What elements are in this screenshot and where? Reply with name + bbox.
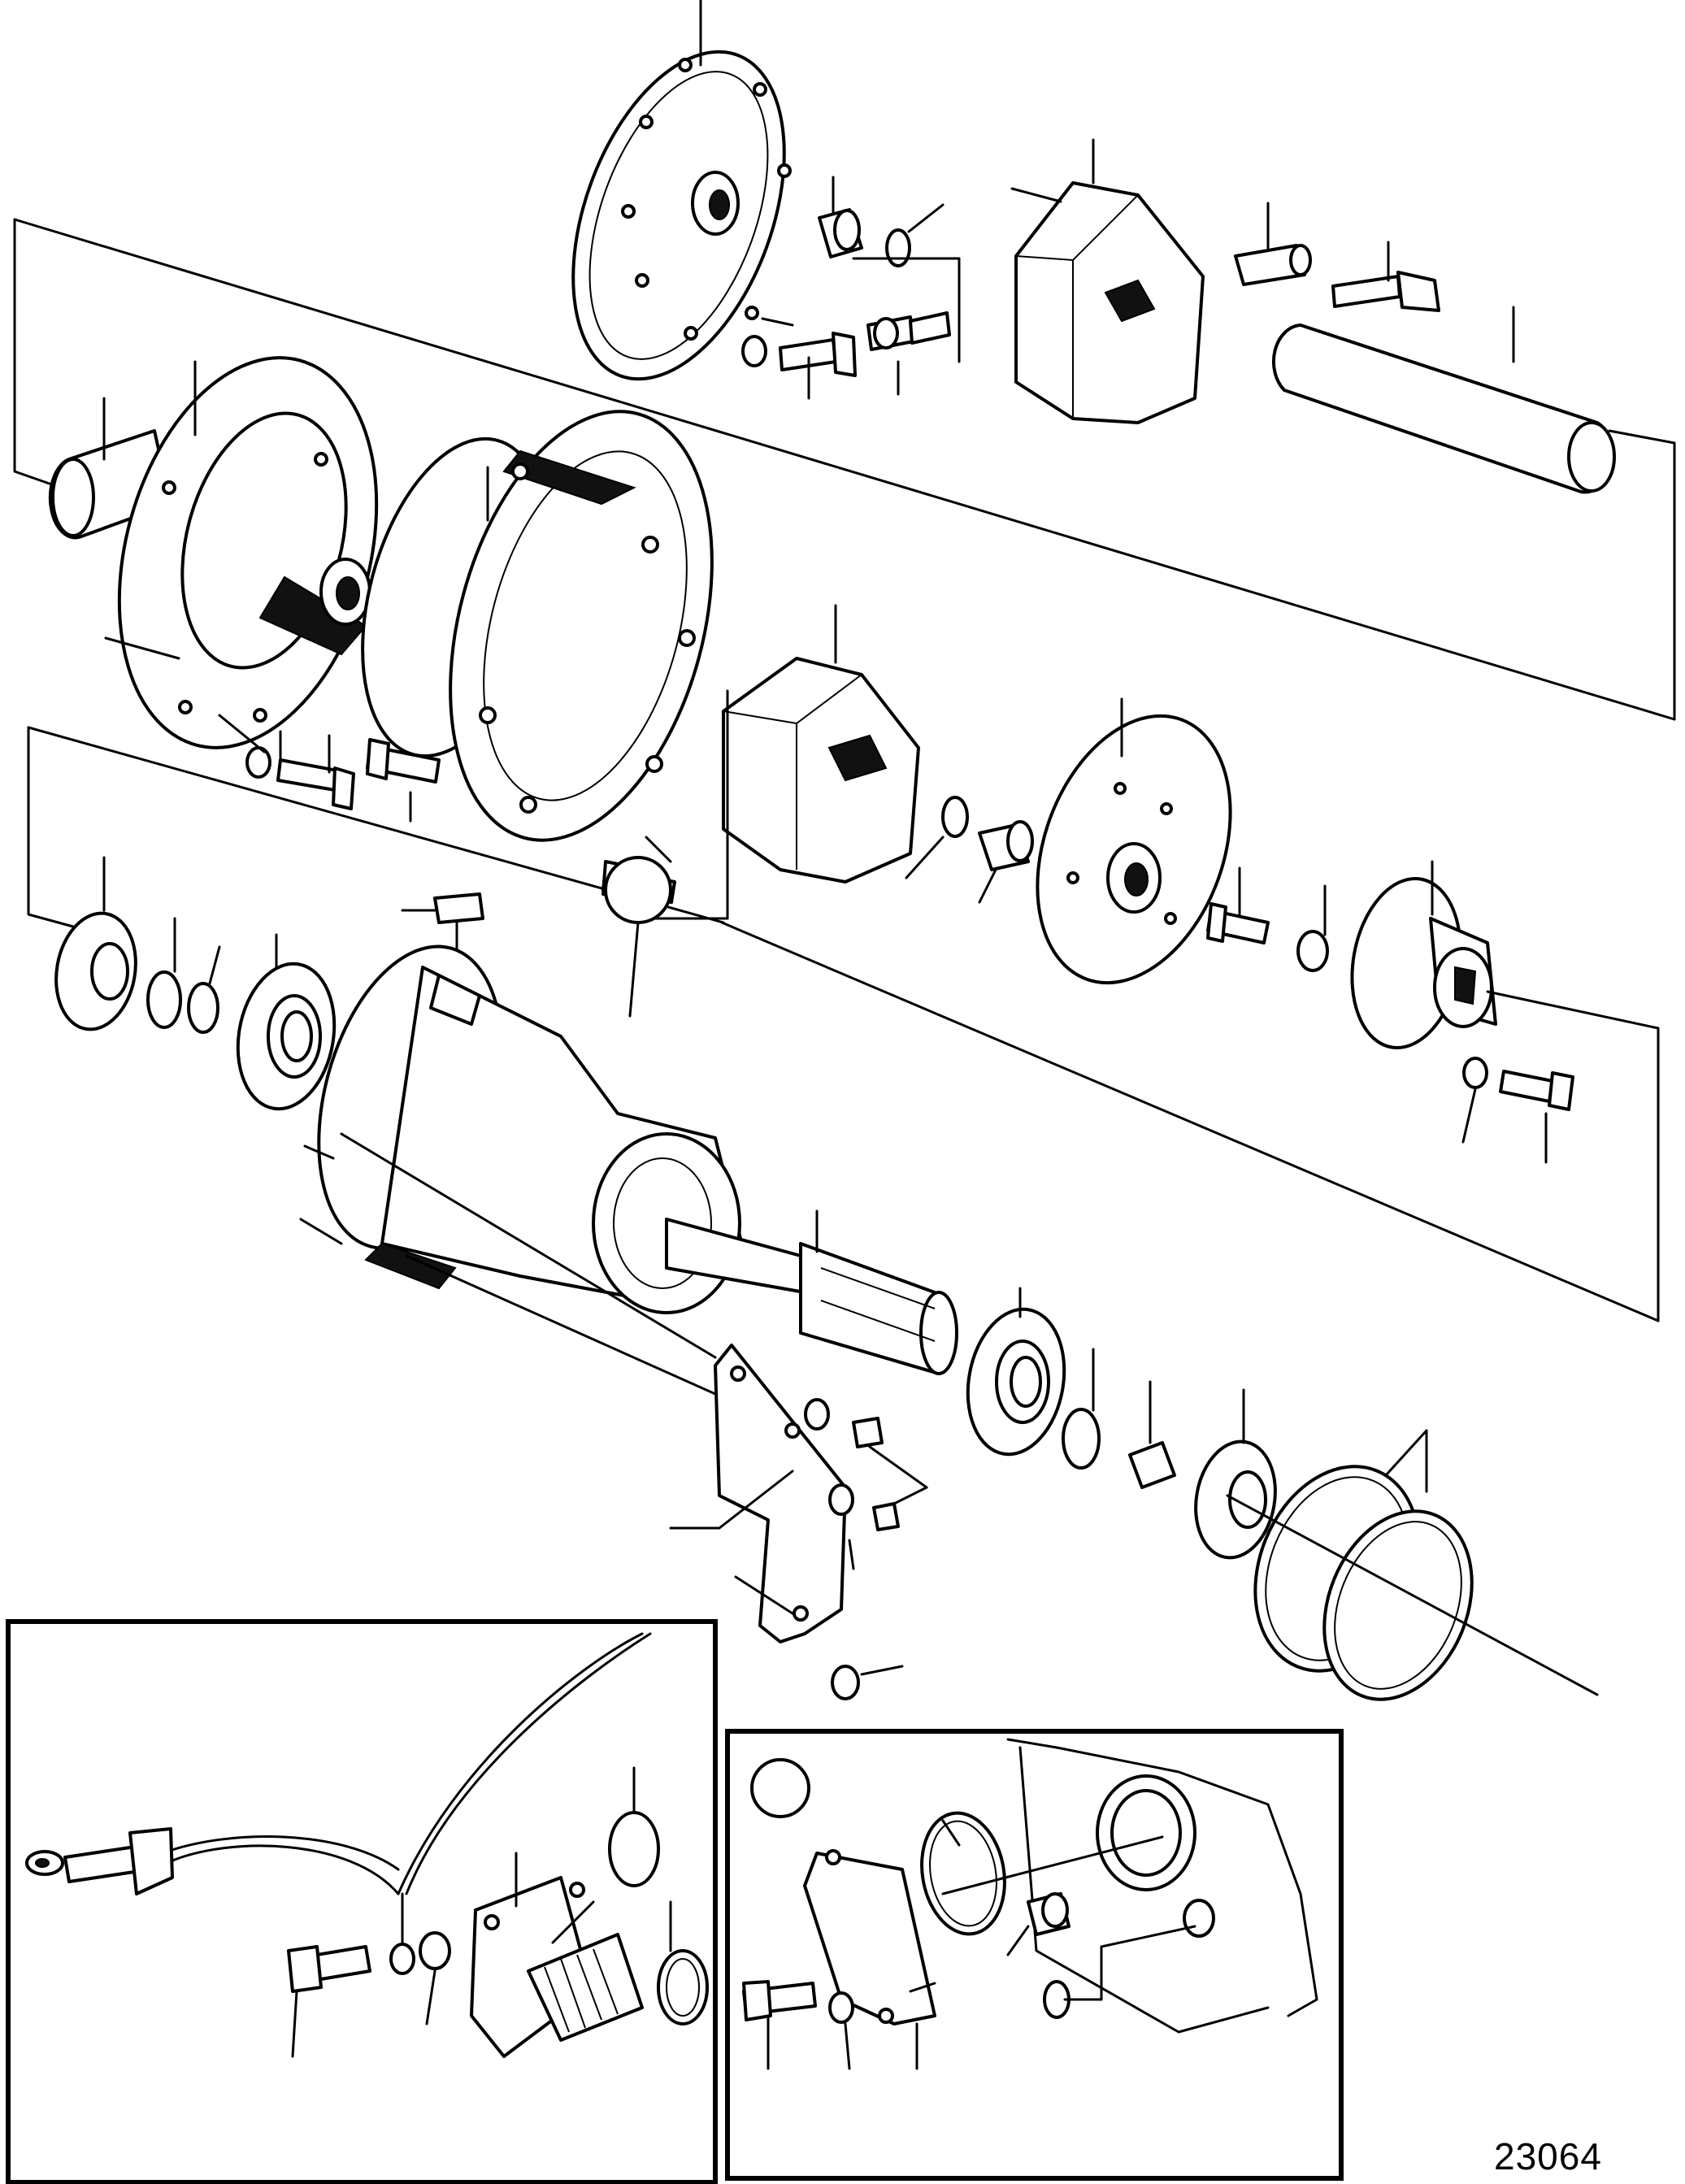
output-shaft [665,1209,958,1375]
leader-frame-upper [13,218,1676,721]
flange-plate-right [1036,697,1232,985]
circlip-right [1062,1348,1101,1470]
ball-bearing-right [966,1287,1066,1457]
bolt-hub-right [1461,1057,1574,1164]
spacer-sleeve-right [1234,202,1312,286]
ball-bearing-left [236,933,337,1111]
rubber-element-middle [722,604,920,884]
figure-number: 23064 [1494,2135,1602,2177]
rubber-element-top [1010,138,1205,424]
mounting-bracket [669,1344,847,1643]
bolt-right-top [1331,241,1440,312]
coupling-hub-right [1350,860,1497,1050]
bolts-middle-left [218,714,441,823]
bushing-middle [978,820,1034,904]
bushing-top [818,176,863,258]
o-rings-pair [1226,1429,1599,1701]
shaft-tube [1271,306,1616,494]
detail-box-cover [725,1729,1344,2181]
washer-left [187,945,221,1034]
castle-nut [1128,1380,1176,1489]
bolts-top-flange [741,311,951,400]
leader-frame-lower [340,1132,717,1396]
bolt-flange-right [1206,866,1329,972]
detail-box-sensor [6,1619,718,2184]
circlip-left [146,917,182,1029]
bracket-nuts-washers [804,1398,928,1700]
oil-seal-left [54,856,137,1031]
flywheel-cover-plate [571,0,792,381]
bell-housing-middle [361,410,714,842]
circlip-top [885,203,945,267]
circlip-middle [905,796,969,879]
flange-housing-left [104,356,379,749]
